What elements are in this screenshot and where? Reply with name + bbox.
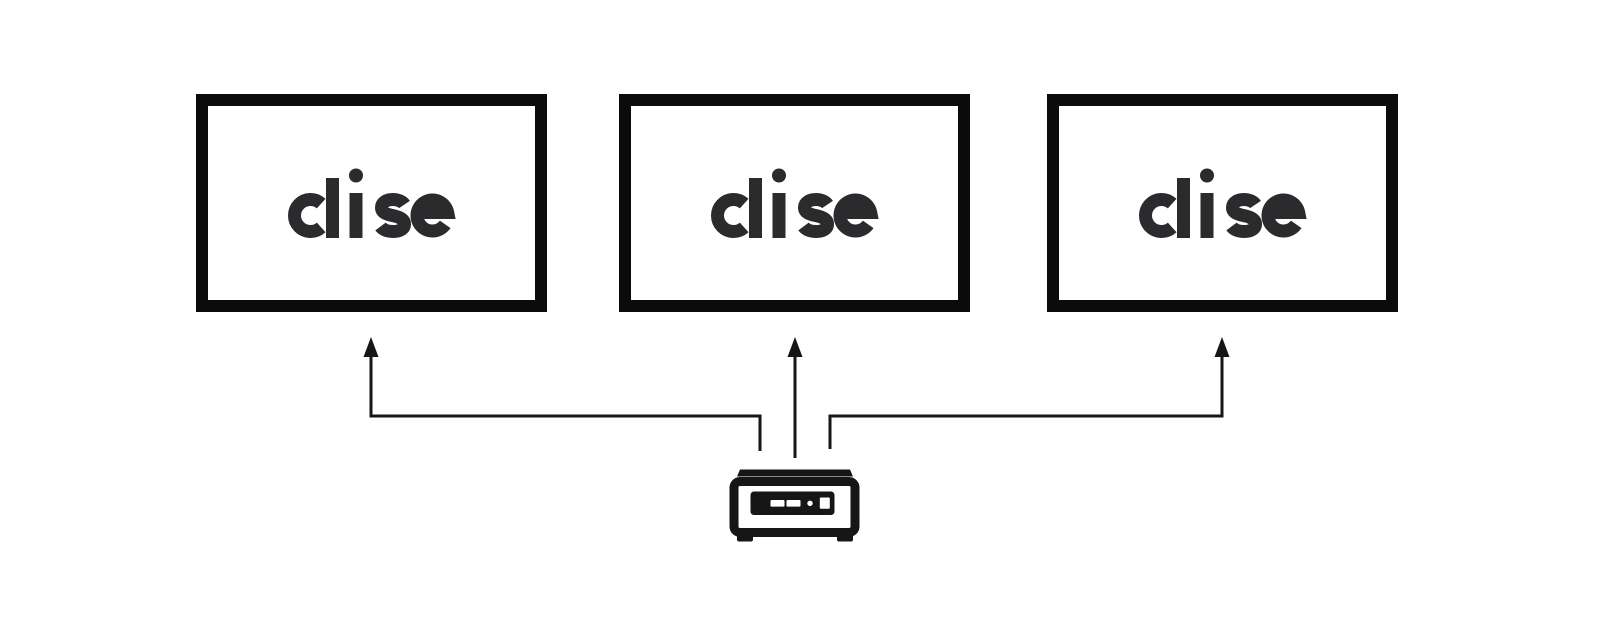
connector-to-display-2 [787,337,803,458]
power-led [807,500,813,506]
display-monitor-3: dise [1047,94,1398,312]
logo-letter-e [833,193,879,238]
logo-letter-i-dot [1199,168,1214,183]
arrow-up-icon [1214,337,1230,357]
logo-letter-i-dot [348,168,363,183]
display-monitor-2: dise [619,94,970,312]
dise-logo [287,168,456,239]
mini-pc-media-player-icon [729,469,860,542]
logo-letter-e [410,193,456,238]
usb-port-right [786,500,801,507]
connector-to-display-1 [363,337,762,451]
io-port [819,497,830,509]
usb-port-left [770,500,785,507]
arrow-up-icon [363,337,379,357]
player-lid [737,469,853,477]
connector-line [369,356,762,451]
dise-logo [1138,168,1307,239]
connector-line [828,356,1224,449]
logo-letter-d-bowl [710,193,749,238]
logo-letter-s [374,192,411,239]
connector-to-display-3 [828,337,1230,449]
logo-letter-d-bowl [1138,193,1177,238]
logo-letter-e [1261,193,1307,238]
arrow-up-icon [787,337,803,357]
logo-letter-s [1225,192,1262,239]
dise-logo [710,168,879,239]
logo-letter-d-bowl [287,193,326,238]
logo-letter-i-dot [771,168,786,183]
display-monitor-1: dise [196,94,547,312]
logo-letter-s [797,192,834,239]
